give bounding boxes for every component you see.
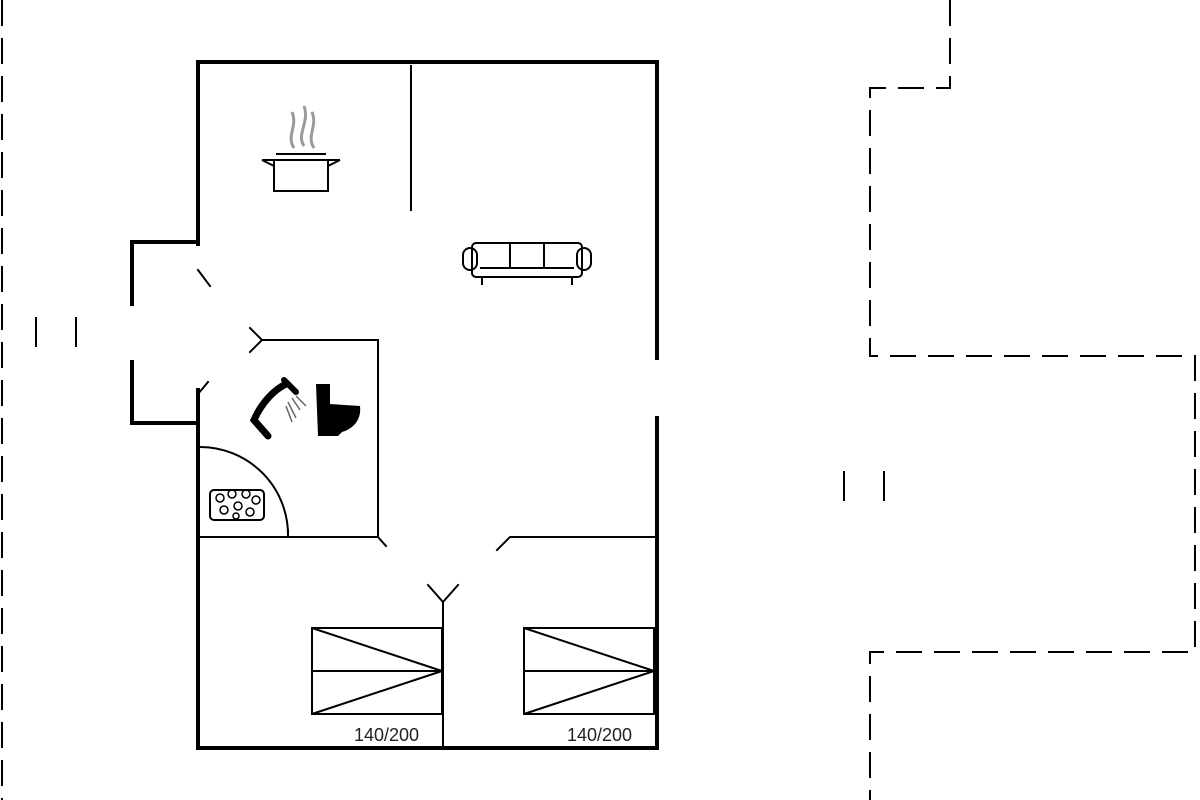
bed-1-size-label: 140/200 <box>354 725 419 745</box>
shower-icon <box>249 377 307 440</box>
bed-2-size-label: 140/200 <box>567 725 632 745</box>
outdoor-outline-right <box>869 0 1196 800</box>
toilet-icon <box>316 384 361 436</box>
sofa-icon <box>462 242 592 285</box>
entrance-marker-left <box>35 317 77 347</box>
cooking-pot-icon <box>261 105 341 192</box>
sauna-stones-icon <box>209 489 265 521</box>
exterior-walls <box>130 60 659 750</box>
door-markers <box>196 268 460 604</box>
interior-walls <box>198 65 656 747</box>
bed-2: 140/200 <box>523 627 655 745</box>
bed-1: 140/200 <box>311 627 443 745</box>
terrace-marker-right <box>843 471 885 501</box>
